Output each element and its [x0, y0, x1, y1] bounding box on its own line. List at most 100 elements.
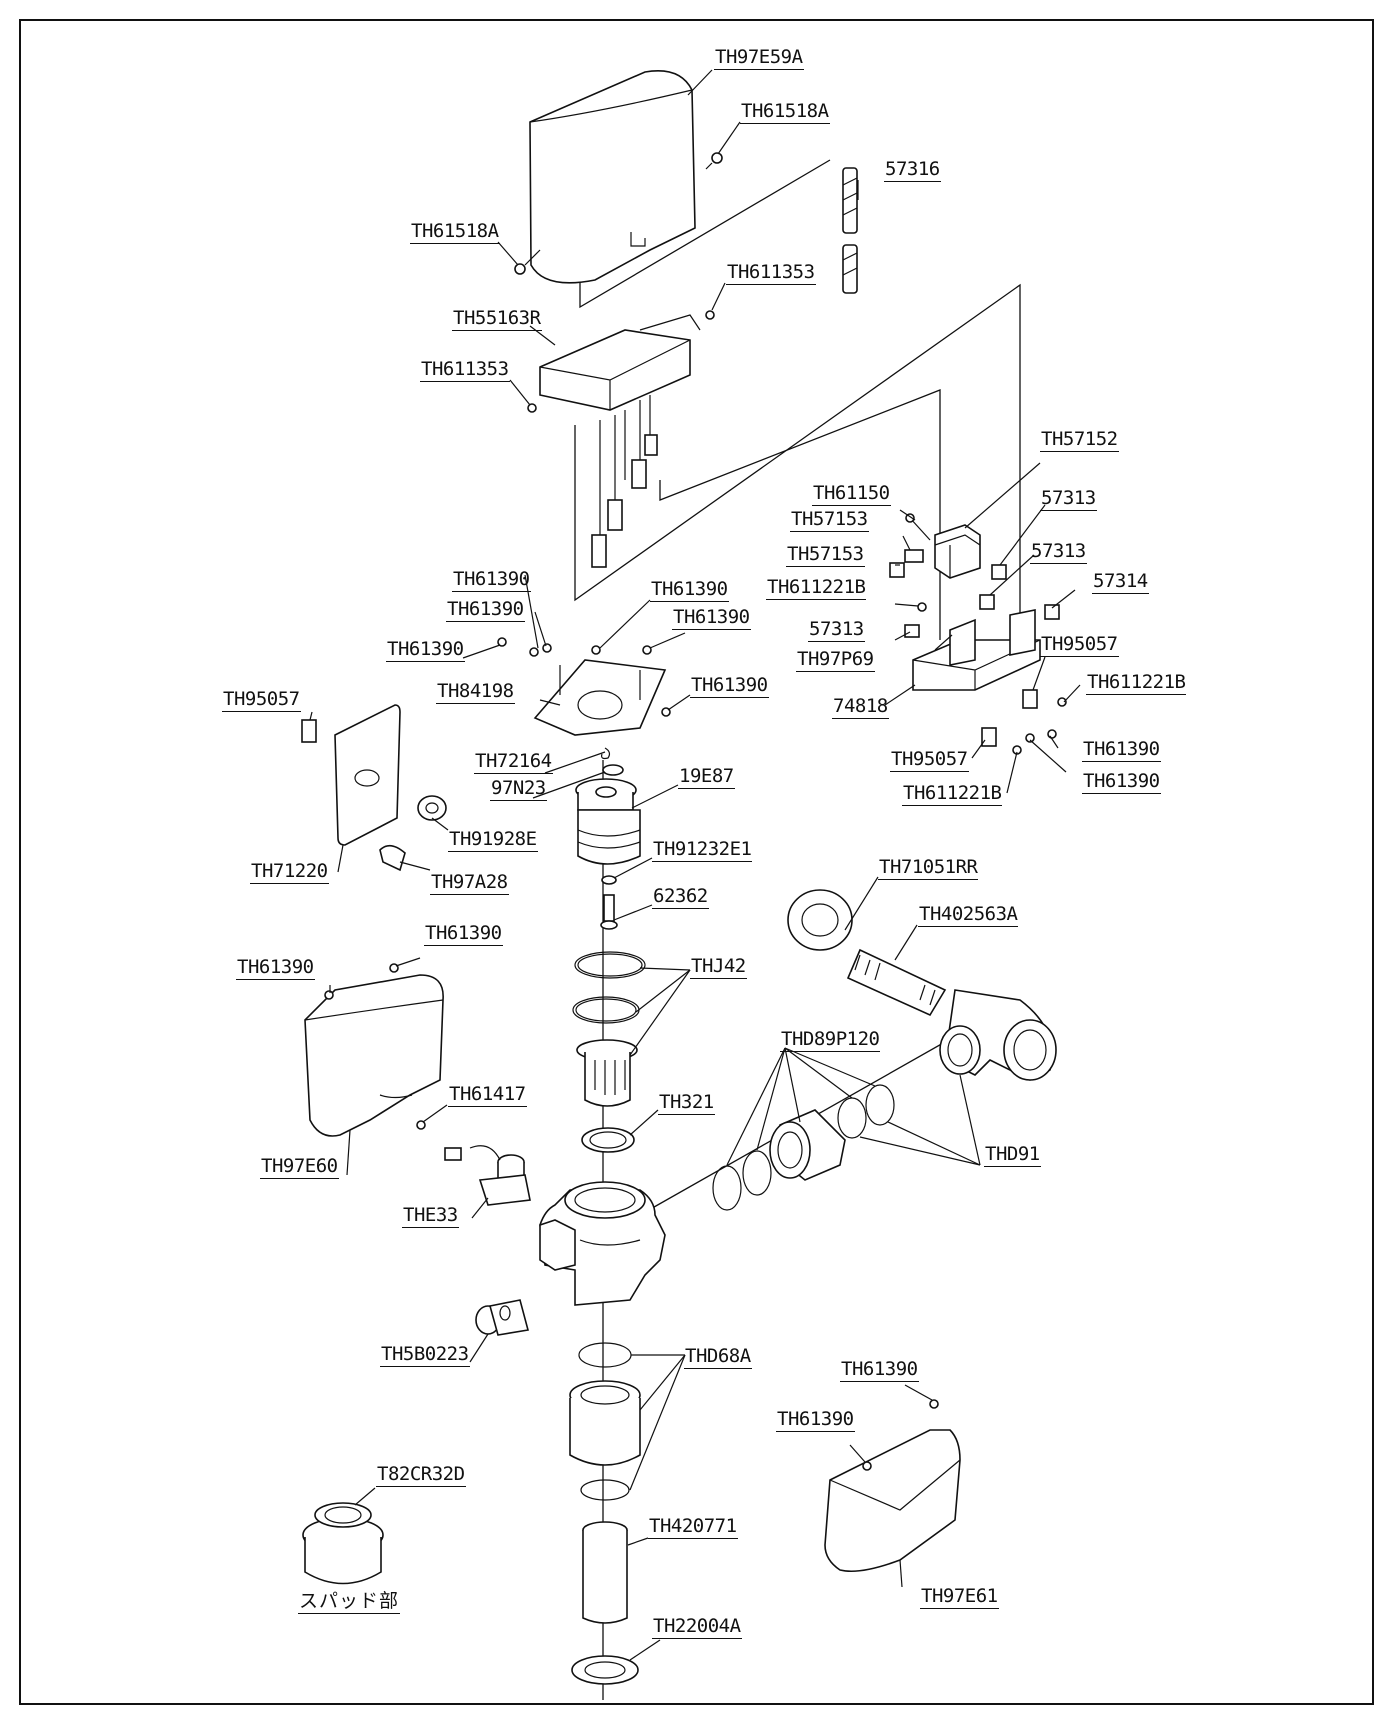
union-thd89p120 [769, 1109, 846, 1181]
sheet-frame [19, 19, 1374, 1705]
plate-th84198 [533, 659, 667, 736]
label-74818: 74818 [832, 695, 889, 719]
routing-line-bracket-b [659, 389, 941, 640]
label-th61390-c: TH61390 [446, 598, 525, 622]
screw-th61518a-top [705, 152, 723, 170]
label-97n23: 97N23 [490, 777, 547, 801]
spud-t82cr32d [302, 1502, 384, 1585]
screw-th61390-c [542, 643, 552, 653]
label-th61417: TH61417 [448, 1083, 527, 1107]
screw-th61390-d [591, 645, 601, 655]
connector-block-th57152 [934, 524, 981, 579]
oring-th91232e1 [601, 875, 617, 885]
nut-th22004a [571, 1655, 639, 1685]
label-th611221b-c: TH611221B [902, 782, 1003, 806]
label-th71051rr: TH71051RR [878, 856, 979, 880]
screw-th61390-a [497, 637, 507, 647]
label-th97e60: TH97E60 [260, 1155, 339, 1179]
cover-th97e61 [824, 1429, 961, 1573]
screw-th611221b-a [917, 602, 927, 612]
label-th95057-left: TH95057 [222, 688, 301, 712]
solenoid-the33 [444, 1145, 531, 1206]
label-th95057-right-a: TH95057 [1040, 633, 1119, 657]
label-th57153-b: TH57153 [786, 543, 865, 567]
label-th61390-i: TH61390 [840, 1358, 919, 1382]
cover-th97e60 [304, 974, 444, 1137]
oring-thd89p120-c [837, 1097, 867, 1139]
label-th55163r: TH55163R [452, 307, 542, 331]
label-th611221b-b: TH611221B [1086, 671, 1187, 695]
clip-57313-a [991, 564, 1007, 580]
label-57314: 57314 [1092, 570, 1149, 594]
label-th61390-b: TH61390 [650, 578, 729, 602]
pin-62362 [600, 894, 618, 930]
cap-19e87 [575, 778, 641, 865]
valve-body [539, 1181, 666, 1306]
grommet-th91928e [417, 795, 447, 821]
label-spud: スパッド部 [298, 1590, 401, 1614]
tube-57316 [842, 167, 858, 294]
label-th91928e: TH91928E [448, 828, 538, 852]
screw-th61150 [905, 513, 931, 541]
oring-thj42-a [574, 951, 646, 979]
oring-thd89p120-b [742, 1150, 772, 1196]
screw-th61417 [416, 1120, 426, 1130]
label-th402563a: TH402563A [918, 903, 1019, 927]
control-module-th55163r [539, 314, 701, 568]
label-th5b0223: TH5B0223 [380, 1343, 470, 1367]
strainer-thj42 [576, 1039, 638, 1107]
screw-th611353-right [705, 310, 715, 320]
oring-thj42-b [572, 996, 640, 1024]
connector-th57153-a [904, 549, 924, 563]
screw-th61390-b [529, 647, 539, 657]
label-th97e59a: TH97E59A [714, 46, 804, 70]
label-th61390-g: TH61390 [236, 956, 315, 980]
label-thj42: THJ42 [690, 955, 747, 979]
bracket-74818 [912, 609, 1041, 691]
screw-th61518a-left [514, 249, 541, 275]
screw-th61390-g [324, 990, 334, 1000]
label-57313-c: 57313 [808, 618, 865, 642]
label-th61390-e: TH61390 [386, 638, 465, 662]
label-th61390-j: TH61390 [776, 1408, 855, 1432]
leader-lines [309, 69, 1081, 1661]
clip-th95057-right-b [981, 727, 997, 747]
valve-th5b0223 [475, 1299, 529, 1336]
oring-thd89p120-a [712, 1165, 742, 1211]
label-th61518a-left: TH61518A [410, 220, 500, 244]
clip-th95057-right-a [1022, 689, 1038, 709]
ring-thd68a-top [578, 1342, 632, 1368]
label-t82cr32d: T82CR32D [376, 1463, 466, 1487]
label-th611353-left: TH611353 [420, 358, 510, 382]
label-th97p69: TH97P69 [796, 648, 875, 672]
label-th84198: TH84198 [436, 680, 515, 704]
clip-57314 [1044, 604, 1060, 620]
clip-57313-c [904, 624, 920, 638]
connector-th57153-b [889, 562, 905, 578]
label-57316: 57316 [884, 158, 941, 182]
label-19e87: 19E87 [678, 765, 735, 789]
label-th61518a-top: TH61518A [740, 100, 830, 124]
label-th95057-right-b: TH95057 [890, 748, 969, 772]
screw-th611353-left [527, 403, 537, 413]
label-th61390-a: TH61390 [452, 568, 531, 592]
nipple-th402563a [846, 948, 947, 1017]
screw-th611221b-b [1057, 697, 1067, 707]
label-th97e61: TH97E61 [920, 1585, 999, 1609]
routing-line-bracket-a [574, 283, 1021, 640]
screw-th61390-r1 [1047, 729, 1057, 739]
label-th61390-r2: TH61390 [1082, 770, 1161, 794]
ring-97n23 [602, 764, 624, 776]
wall-plate-th71220 [334, 704, 401, 846]
label-th61150: TH61150 [812, 482, 891, 506]
label-th61390-f: TH61390 [690, 674, 769, 698]
nut-thd91 [939, 1025, 981, 1075]
label-th611221b-a: TH611221B [766, 576, 867, 600]
label-th61390-d: TH61390 [672, 606, 751, 630]
label-62362: 62362 [652, 885, 709, 909]
label-th57152: TH57152 [1040, 428, 1119, 452]
screw-th61390-r2 [1025, 733, 1035, 743]
clip-th72164 [601, 747, 611, 760]
label-thd91: THD91 [984, 1143, 1041, 1167]
